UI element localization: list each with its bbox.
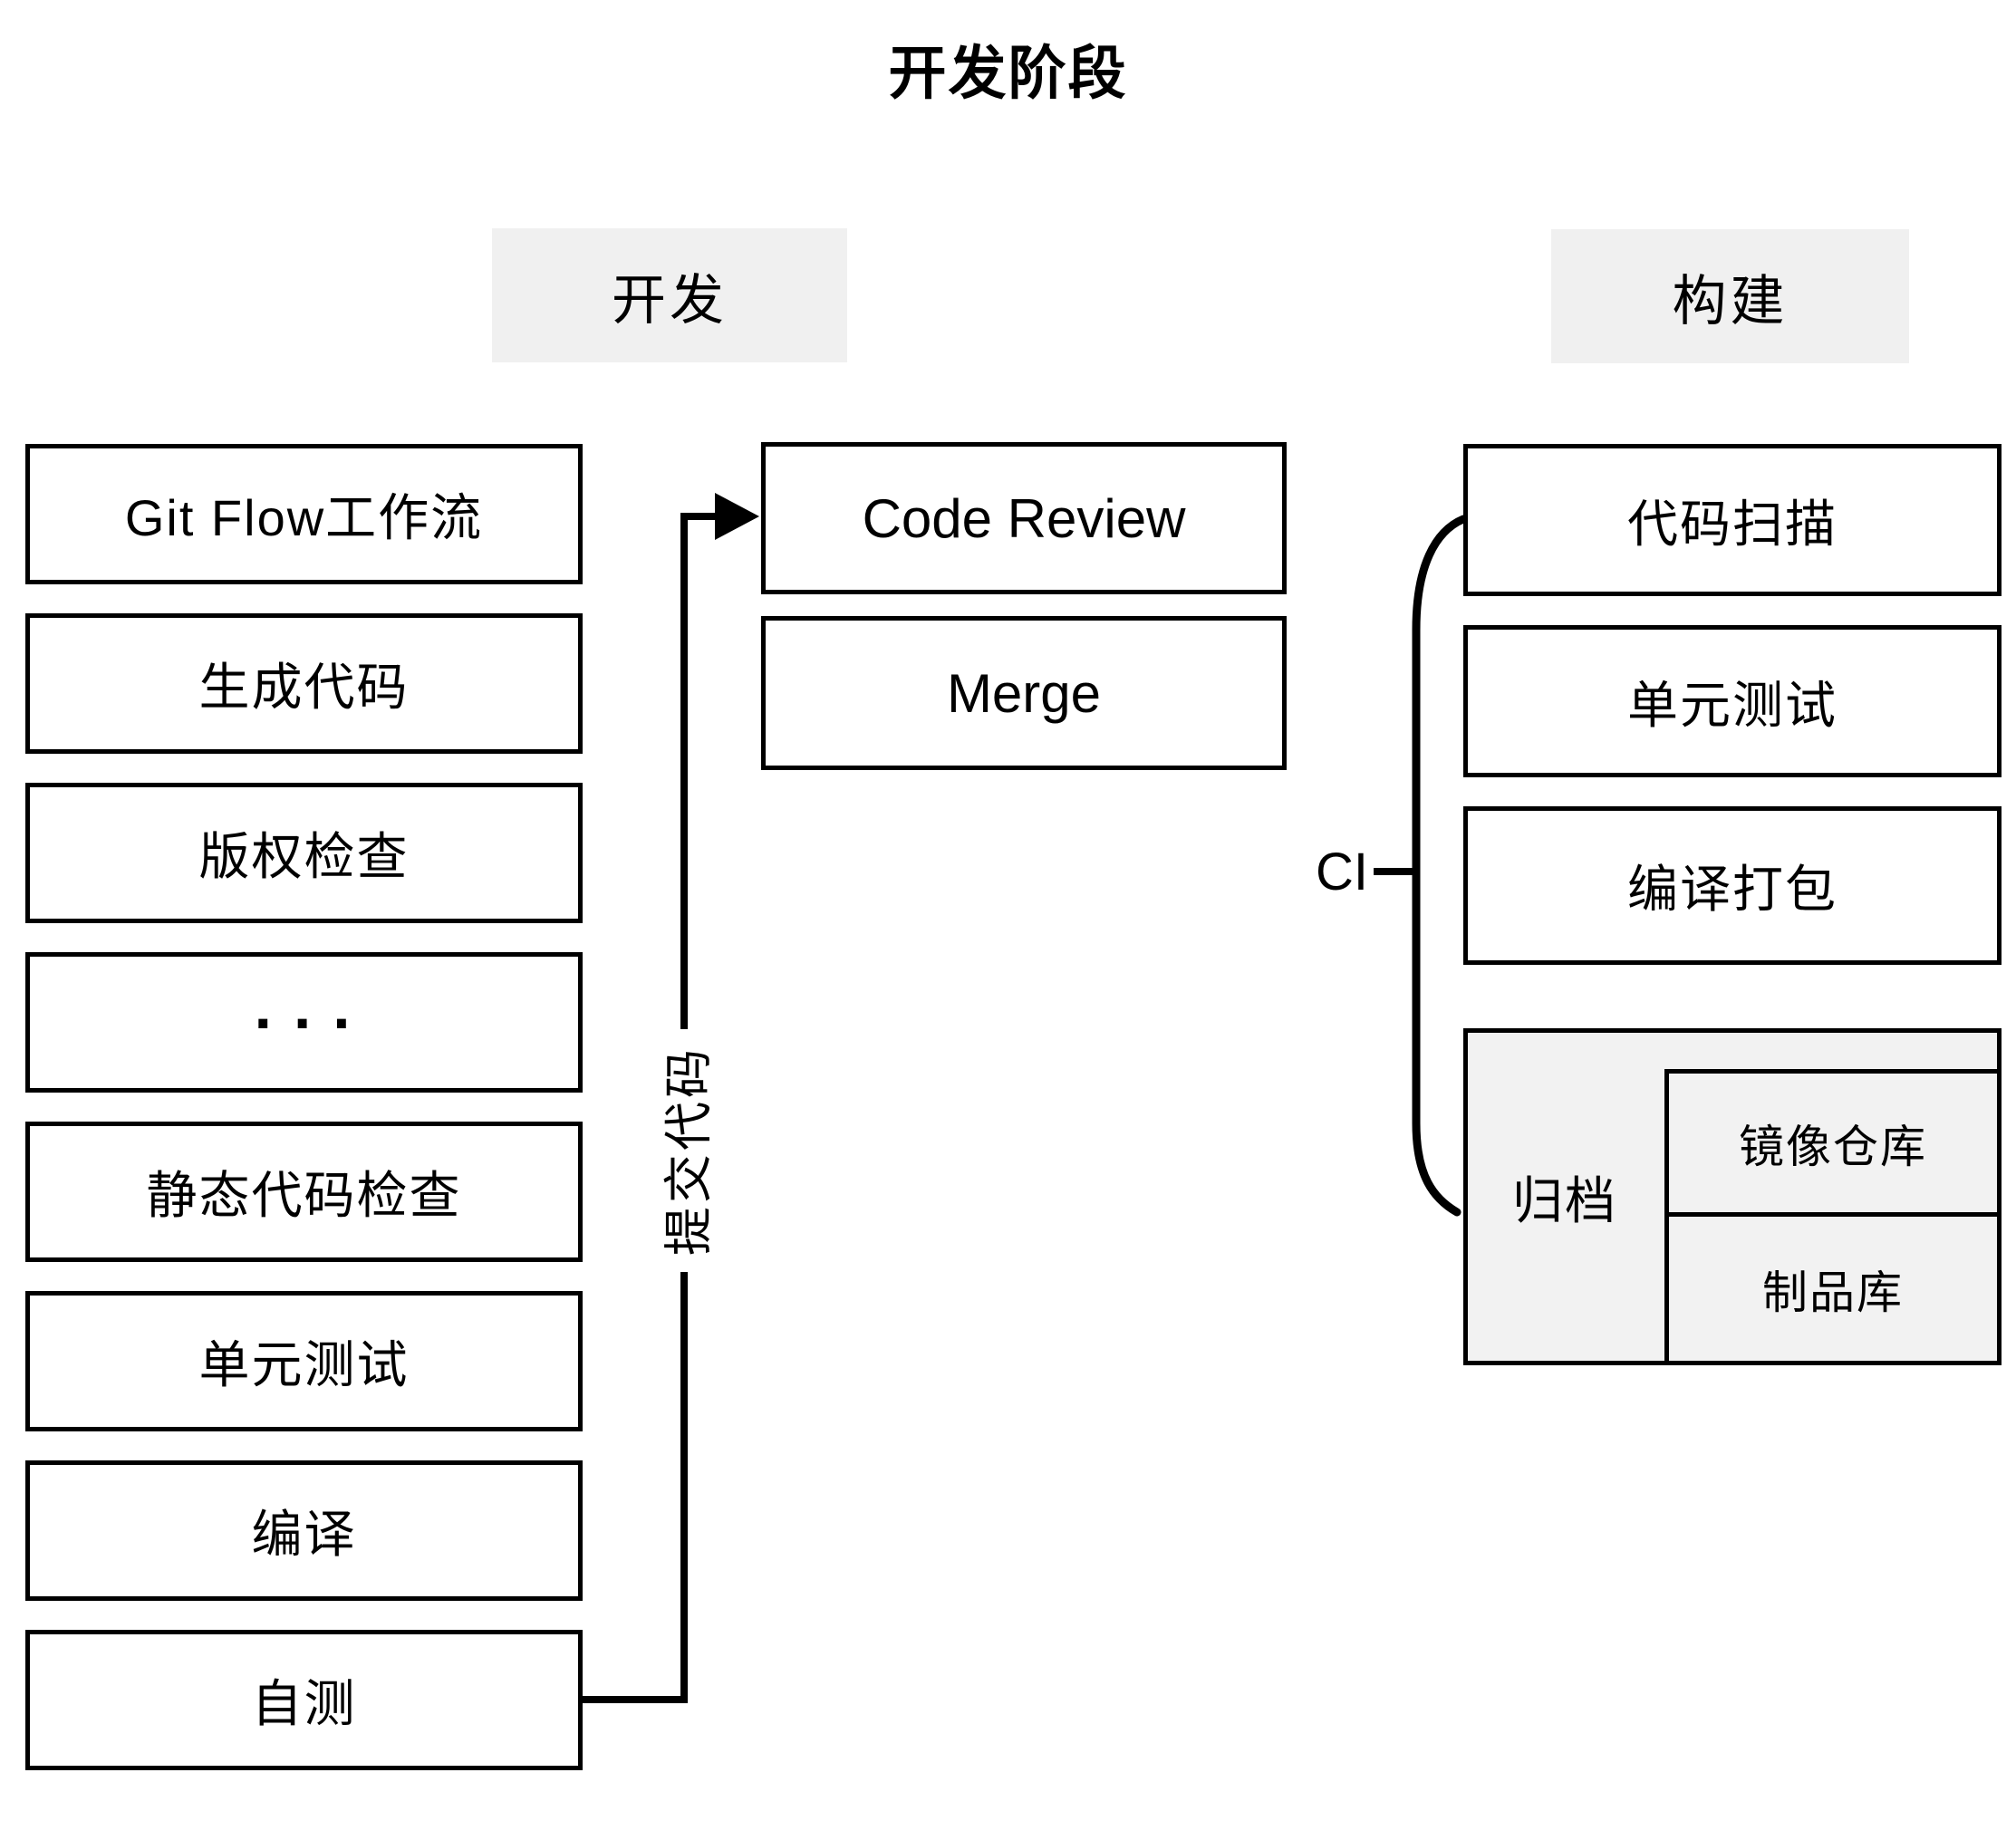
build-box-code-scan: 代码扫描 xyxy=(1463,444,2002,596)
build-box-compile-package: 编译打包 xyxy=(1463,806,2002,965)
dev-box-compile: 编译 xyxy=(25,1460,583,1601)
dev-box-git-flow: Git Flow工作流 xyxy=(25,444,583,584)
page-title: 开发阶段 xyxy=(888,41,1128,106)
dev-box-unit-test: 单元测试 xyxy=(25,1291,583,1431)
dev-box-generate-code: 生成代码 xyxy=(25,613,583,754)
dev-box-static-code-check: 静态代码检查 xyxy=(25,1122,583,1262)
review-box-merge: Merge xyxy=(761,616,1287,770)
commit-arrowhead xyxy=(715,493,759,540)
stage-header-build-label: 构建 xyxy=(1672,270,1789,332)
archive-item-artifact-repo: 制品库 xyxy=(1664,1212,2002,1365)
build-box-unit-test: 单元测试 xyxy=(1463,625,2002,777)
ci-label: CI xyxy=(1316,842,1368,901)
archive-item-image-registry: 镜像仓库 xyxy=(1664,1069,2002,1217)
stage-header-dev: 开发 xyxy=(492,228,847,362)
dev-box-self-test: 自测 xyxy=(25,1630,583,1770)
review-box-code-review: Code Review xyxy=(761,442,1287,594)
ci-bracket xyxy=(1412,515,1468,1217)
commit-code-label: 提交代码 xyxy=(642,1029,726,1272)
archive-label: 归档 xyxy=(1512,1171,1617,1229)
dev-box-copyright-check: 版权检查 xyxy=(25,783,583,923)
stage-header-dev-label: 开发 xyxy=(612,269,728,331)
stage-header-build: 构建 xyxy=(1551,229,1909,363)
dev-box-ellipsis: ··· xyxy=(25,952,583,1093)
